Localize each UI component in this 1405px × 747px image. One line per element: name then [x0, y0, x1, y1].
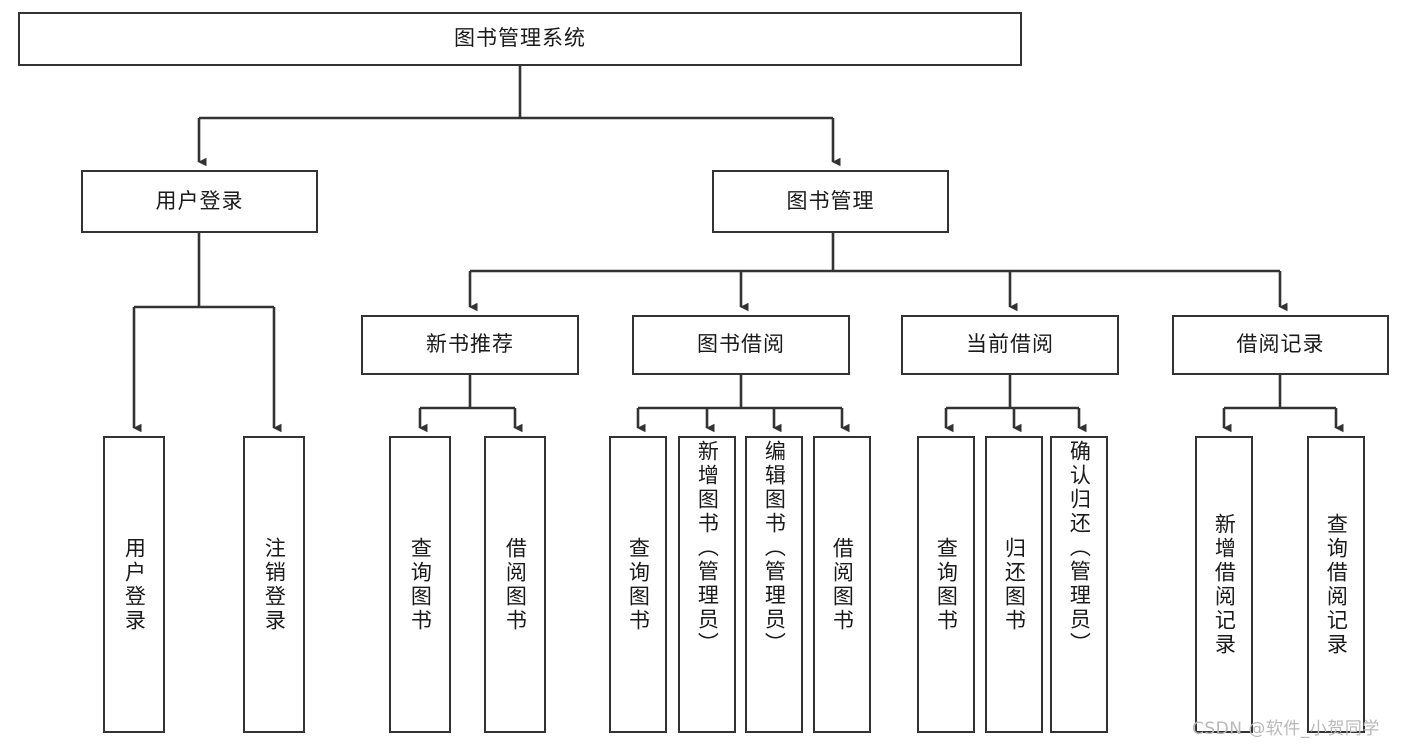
node-book-borrow-label: 图书借阅	[697, 332, 785, 357]
edges-currentborrow-to-leaves	[944, 375, 1087, 433]
leaf-query-book-borrow-label: 查询图书	[626, 536, 651, 633]
leaf-borrow-book-recommend-label: 借阅图书	[503, 536, 528, 633]
node-book-manage-label: 图书管理	[786, 188, 875, 213]
leaf-borrow-book-recommend[interactable]: 借阅图书	[484, 436, 546, 733]
node-user-login[interactable]: 用户登录	[81, 170, 318, 233]
leaf-user-logout[interactable]: 注销登录	[243, 436, 305, 733]
node-user-login-label: 用户登录	[155, 188, 244, 213]
leaf-user-login[interactable]: 用户登录	[103, 436, 165, 733]
node-borrow-record[interactable]: 借阅记录	[1172, 315, 1389, 375]
leaf-query-book-recommend-label: 查询图书	[408, 536, 433, 633]
node-root-label: 图书管理系统	[454, 26, 586, 51]
node-book-borrow[interactable]: 图书借阅	[632, 315, 850, 375]
leaf-edit-book-admin-label: 编辑图书（管理员）	[762, 440, 787, 656]
node-new-book-recommend[interactable]: 新书推荐	[361, 315, 579, 375]
csdn-watermark: CSDN @软件_小贺同学	[1192, 719, 1380, 739]
leaf-query-borrow-record-label: 查询借阅记录	[1324, 512, 1349, 657]
leaf-add-book-admin-label: 新增图书（管理员）	[695, 440, 720, 656]
node-root-system[interactable]: 图书管理系统	[18, 12, 1022, 66]
leaf-query-book-recommend[interactable]: 查询图书	[389, 436, 451, 733]
leaf-borrow-book-label: 借阅图书	[830, 536, 855, 633]
leaf-user-login-label: 用户登录	[122, 536, 147, 633]
edges-userlogin-to-leaves	[132, 233, 282, 433]
edges-newbook-to-leaves	[418, 375, 523, 433]
leaf-borrow-book[interactable]: 借阅图书	[813, 436, 871, 733]
node-borrow-record-label: 借阅记录	[1236, 332, 1325, 357]
leaf-query-borrow-record[interactable]: 查询借阅记录	[1307, 436, 1365, 733]
leaf-confirm-return-admin-label: 确认归还（管理员）	[1067, 440, 1092, 656]
node-current-borrow[interactable]: 当前借阅	[901, 315, 1119, 375]
leaf-return-book-label: 归还图书	[1002, 536, 1027, 633]
edges-bookmanage-to-level3	[468, 233, 1288, 312]
leaf-add-borrow-record[interactable]: 新增借阅记录	[1195, 436, 1253, 733]
leaf-return-book[interactable]: 归还图书	[985, 436, 1043, 733]
leaf-user-logout-label: 注销登录	[262, 536, 287, 633]
node-current-borrow-label: 当前借阅	[966, 332, 1054, 357]
leaf-add-borrow-record-label: 新增借阅记录	[1212, 512, 1237, 657]
edges-root-to-level2	[197, 66, 841, 167]
leaf-query-book-borrow[interactable]: 查询图书	[609, 436, 667, 733]
leaf-edit-book-admin[interactable]: 编辑图书（管理员）	[745, 436, 803, 733]
node-new-book-recommend-label: 新书推荐	[426, 332, 514, 357]
node-book-manage[interactable]: 图书管理	[712, 170, 949, 233]
edges-borrowrecord-to-leaves	[1222, 375, 1344, 433]
leaf-query-book-current[interactable]: 查询图书	[917, 436, 975, 733]
leaf-query-book-current-label: 查询图书	[934, 536, 959, 633]
leaf-confirm-return-admin[interactable]: 确认归还（管理员）	[1050, 436, 1108, 733]
leaf-add-book-admin[interactable]: 新增图书（管理员）	[678, 436, 736, 733]
edges-bookborrow-to-leaves	[636, 375, 850, 433]
